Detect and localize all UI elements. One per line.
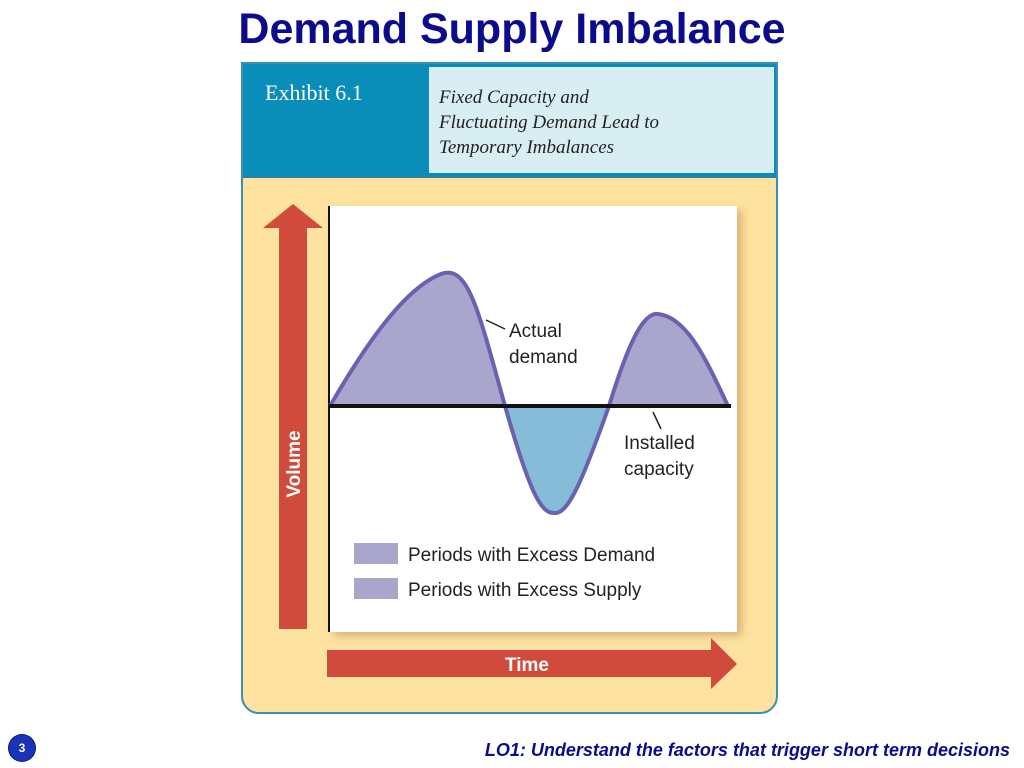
legend-swatch-excess-demand	[354, 543, 398, 564]
excess-demand-region-2	[609, 313, 728, 406]
y-axis-label: Volume	[284, 430, 305, 497]
capacity-label-line2: capacity	[624, 459, 694, 480]
demand-label-line1: Actual	[509, 321, 562, 342]
time-arrow	[327, 638, 737, 689]
legend-label-excess-supply: Periods with Excess Supply	[408, 580, 642, 601]
exhibit-caption-box: Fixed Capacity and Fluctuating Demand Le…	[429, 67, 774, 173]
x-axis-label: Time	[505, 655, 549, 676]
exhibit-header: Exhibit 6.1 Fixed Capacity and Fluctuati…	[243, 64, 776, 178]
legend-swatch-excess-supply	[354, 578, 398, 599]
learning-objective-note: LO1: Understand the factors that trigger…	[484, 740, 1010, 760]
demand-leader-line	[485, 319, 506, 330]
slide-number-badge: 3	[9, 735, 35, 761]
volume-arrow	[263, 204, 323, 629]
exhibit-panel: Exhibit 6.1 Fixed Capacity and Fluctuati…	[241, 62, 778, 714]
capacity-label-line1: Installed	[624, 433, 695, 454]
excess-supply-region	[505, 406, 609, 514]
legend-label-excess-demand: Periods with Excess Demand	[408, 545, 655, 566]
excess-demand-region-1	[330, 272, 505, 406]
capacity-leader-line	[652, 411, 662, 430]
slide-title: Demand Supply Imbalance	[238, 5, 786, 53]
exhibit-number: Exhibit 6.1	[265, 80, 363, 105]
actual-demand-curve	[328, 270, 730, 516]
exhibit-caption: Fixed Capacity and Fluctuating Demand Le…	[439, 87, 660, 158]
demand-label-line2: demand	[509, 347, 578, 368]
demand-capacity-diagram: Actual demand Installed capacity Periods…	[263, 204, 737, 689]
